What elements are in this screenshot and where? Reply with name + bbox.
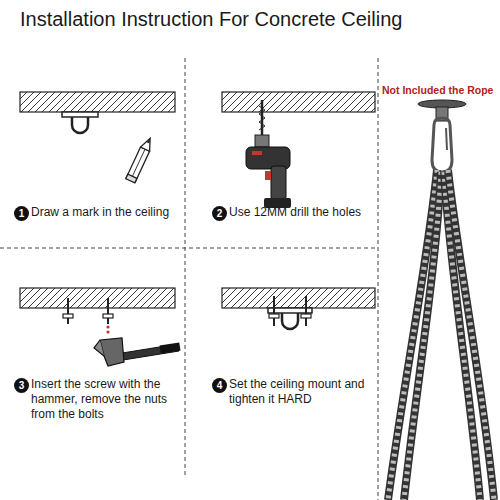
concrete-ceiling [222, 92, 375, 112]
concrete-ceiling [20, 288, 175, 308]
callout-number: 3 [19, 381, 25, 391]
step-number: 2 [212, 206, 227, 221]
swivel-hanger [418, 100, 466, 172]
divider-lines [0, 58, 378, 500]
installed-mount [268, 296, 312, 329]
ceiling-mount [62, 112, 98, 133]
concrete-ceiling [222, 288, 375, 308]
hammer [94, 338, 181, 366]
anchor-bolts [63, 298, 113, 334]
step-caption: Use 12MM drill the holes [229, 205, 374, 220]
callout-number: 1 [19, 209, 25, 219]
note-label: Not Included the Rope [381, 84, 494, 97]
pencil [126, 136, 155, 183]
step-number: 3 [14, 378, 29, 393]
callout-number: 4 [217, 381, 223, 391]
callout-number: 2 [217, 209, 223, 219]
concrete-ceiling [20, 92, 175, 112]
power-drill [246, 100, 291, 208]
step-caption: Set the ceiling mount and tighten it HAR… [229, 377, 374, 407]
page-title: Installation Instruction For Concrete Ce… [20, 8, 402, 31]
step-caption: Draw a mark in the ceiling [31, 205, 181, 220]
step-number: 4 [212, 378, 227, 393]
step-caption: Insert the screw with the hammer, remove… [31, 377, 181, 422]
step-number: 1 [14, 206, 29, 221]
rope [388, 170, 494, 500]
